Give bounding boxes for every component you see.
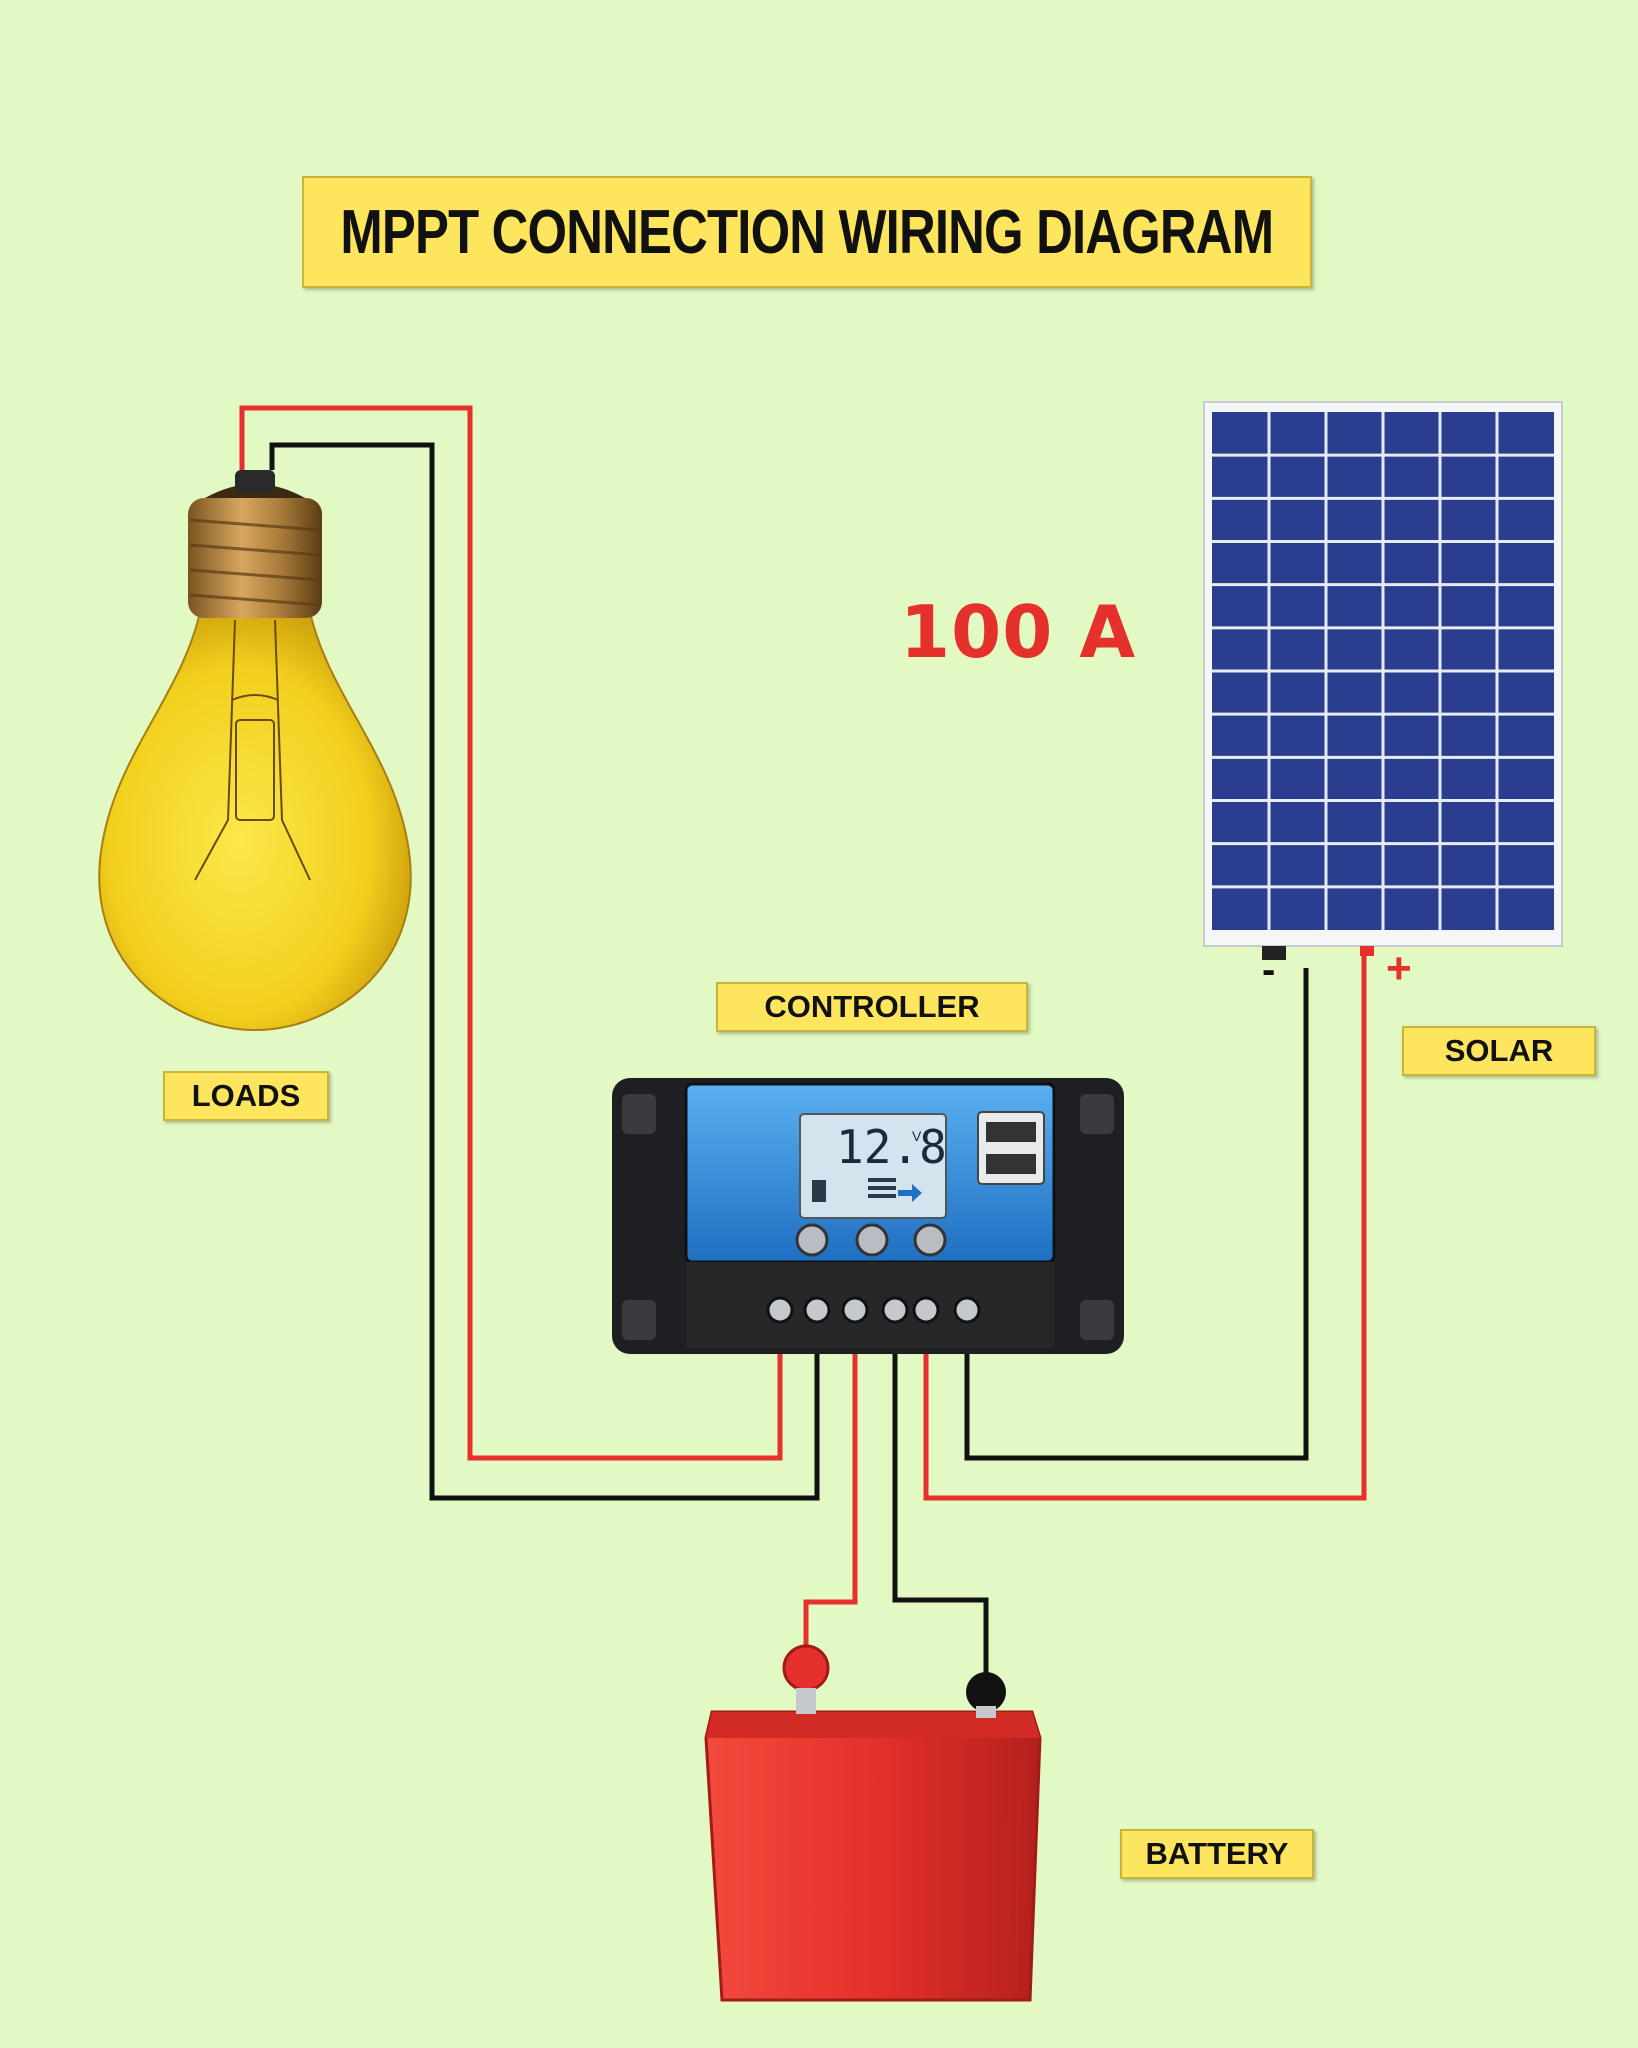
solar-positive-terminal: + [1386,944,1412,993]
load-positive-wire [239,405,783,1461]
title-banner: MPPT CONNECTION WIRING DIAGRAM [302,176,1312,288]
solar-panel-icon [1203,401,1563,960]
solar-positive-wire [923,952,1367,1501]
loads-label: LOADS [163,1071,329,1121]
battery-icon [704,1644,1042,2002]
terminal-screws [766,1296,981,1324]
solar-negative-wire [964,968,1309,1461]
wires [239,405,1367,1692]
controller-buttons [795,1223,947,1257]
solar-label: SOLAR [1402,1026,1596,1076]
load-negative-wire [269,442,820,1501]
battery-label: BATTERY [1120,1829,1314,1879]
current-rating: 100 A [900,590,1137,674]
diagram-title: MPPT CONNECTION WIRING DIAGRAM [340,197,1275,267]
controller-label: CONTROLLER [716,982,1028,1032]
battery-positive-wire [803,1310,858,1668]
light-bulb-icon [98,470,412,1032]
charge-controller-icon [612,1078,1124,1354]
lcd-unit: V [912,1128,922,1144]
usb-port-icon [977,1111,1045,1185]
lcd-reading: 12.8 [836,1120,947,1174]
solar-negative-terminal: - [1262,948,1276,992]
battery-negative-wire [892,1310,989,1692]
